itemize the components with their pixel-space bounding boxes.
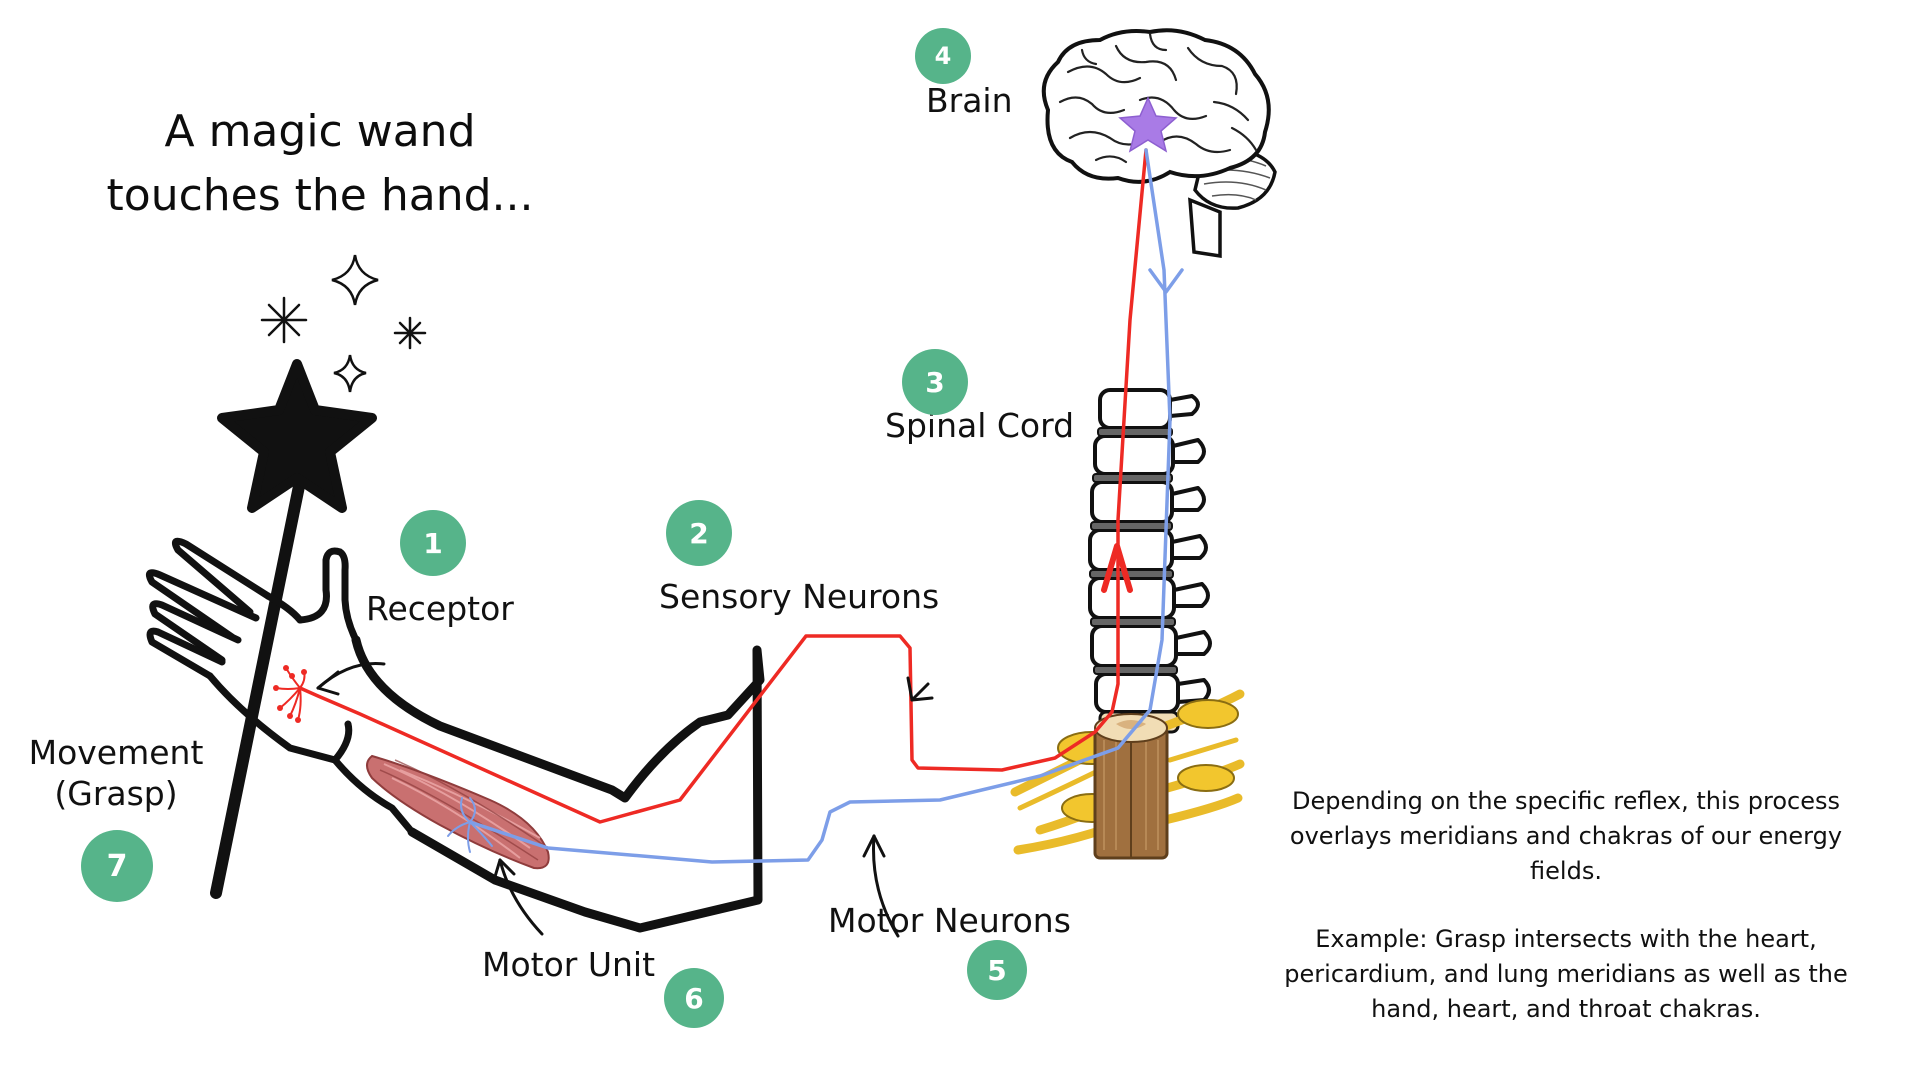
spine-icon bbox=[1088, 388, 1212, 734]
magic-wand-star-icon bbox=[210, 359, 377, 899]
note-paragraph-2: Example: Grasp intersects with the heart… bbox=[1284, 925, 1848, 1023]
step-badge-3: 3 bbox=[902, 349, 968, 415]
step-badge-4: 4 bbox=[915, 28, 971, 84]
brain-label: Brain bbox=[926, 81, 1013, 120]
receptor-label: Receptor bbox=[366, 589, 514, 628]
title-line-1: A magic wand bbox=[164, 106, 476, 157]
movement-label-line-2: (Grasp) bbox=[54, 773, 178, 813]
step-badge-6: 6 bbox=[664, 968, 724, 1028]
movement-label-line-1: Movement bbox=[28, 733, 204, 772]
step-badge-2: 2 bbox=[666, 500, 732, 566]
sparkle-icon bbox=[331, 254, 379, 393]
title-line-2: touches the hand... bbox=[106, 169, 534, 221]
motor-neuron-path bbox=[447, 148, 1184, 864]
movement-label: Movement (Grasp) bbox=[28, 733, 204, 814]
energy-note: Depending on the specific reflex, this p… bbox=[1266, 784, 1866, 1027]
sparkle-icon bbox=[260, 296, 427, 350]
pointer-arrows bbox=[316, 662, 934, 938]
sensory-neuron-path bbox=[273, 148, 1148, 824]
motor-neurons-label: Motor Neurons bbox=[828, 901, 1071, 940]
spinal-cord-section bbox=[1010, 689, 1245, 860]
spinal-cord-label: Spinal Cord bbox=[885, 406, 1075, 445]
sensory-neurons-label: Sensory Neurons bbox=[659, 577, 940, 616]
note-paragraph-1: Depending on the specific reflex, this p… bbox=[1289, 787, 1843, 885]
diagram-title: A magic wand touches the hand... bbox=[20, 100, 620, 228]
arm-outline bbox=[145, 537, 765, 933]
motor-unit-label: Motor Unit bbox=[482, 945, 656, 984]
step-badge-7: 7 bbox=[81, 830, 153, 902]
step-badge-5: 5 bbox=[967, 940, 1027, 1000]
muscle-icon bbox=[366, 754, 550, 870]
brain-icon bbox=[1041, 28, 1277, 259]
step-badge-1: 1 bbox=[400, 510, 466, 576]
